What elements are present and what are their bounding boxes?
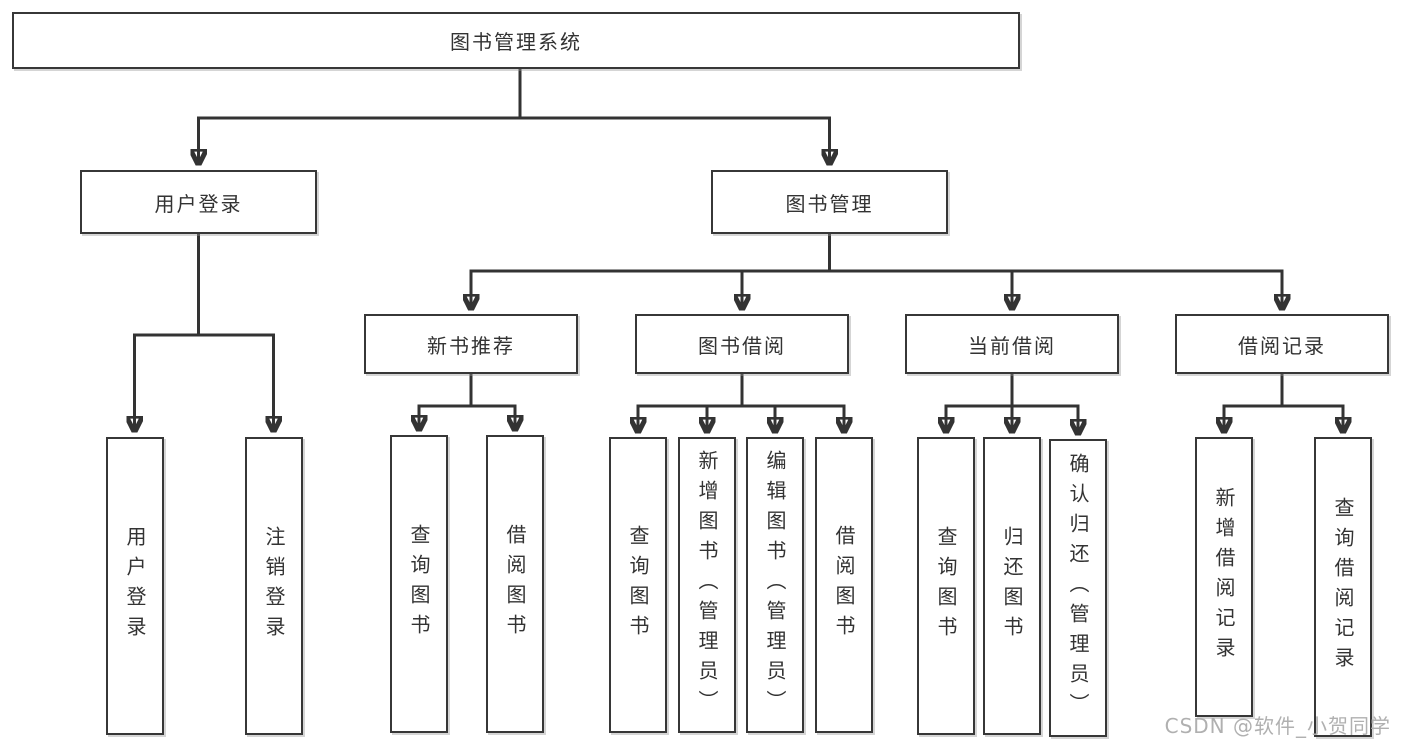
node-borrowing-records: 借阅记录: [1175, 314, 1389, 374]
leaf-logout: 注销登录: [245, 437, 303, 735]
leaf-query-borrow-record: 查询借阅记录: [1314, 437, 1372, 737]
leaf-add-borrow-record: 新增借阅记录: [1195, 437, 1253, 717]
node-user-login-label: 用户登录: [154, 191, 243, 216]
leaf-borrowing-query-books-label: 查询图书: [626, 525, 650, 645]
leaf-borrowing-query-books: 查询图书: [609, 437, 667, 733]
leaf-query-borrow-record-label: 查询借阅记录: [1331, 497, 1355, 677]
connector-borrowing-records-children: [1224, 371, 1343, 432]
node-new-book-recommend: 新书推荐: [364, 314, 578, 374]
node-book-management-label: 图书管理: [785, 191, 874, 216]
leaf-logout-label: 注销登录: [262, 526, 286, 646]
connector-book-management-children: [471, 231, 1282, 309]
node-user-login: 用户登录: [80, 170, 317, 234]
connector-root-to-level2: [199, 66, 830, 164]
leaf-add-borrow-record-label: 新增借阅记录: [1212, 487, 1236, 667]
node-root: 图书管理系统: [12, 12, 1020, 69]
leaf-return-books-label: 归还图书: [1000, 526, 1024, 646]
leaf-add-books-admin-label: 新增图书（管理员）: [695, 450, 719, 720]
leaf-newbooks-query-books-label: 查询图书: [407, 524, 431, 644]
node-root-label: 图书管理系统: [450, 30, 582, 54]
node-book-management: 图书管理: [711, 170, 948, 234]
leaf-user-login-label: 用户登录: [123, 526, 147, 646]
leaf-add-books-admin: 新增图书（管理员）: [678, 437, 736, 733]
connector-new-books-children: [419, 371, 515, 430]
leaf-newbooks-query-books: 查询图书: [390, 435, 448, 733]
node-borrowing-records-label: 借阅记录: [1238, 333, 1326, 358]
node-current-borrowing-label: 当前借阅: [968, 333, 1056, 358]
leaf-confirm-return-admin: 确认归还（管理员）: [1049, 439, 1107, 737]
leaf-user-login: 用户登录: [106, 437, 164, 735]
leaf-borrowing-borrow-books-label: 借阅图书: [832, 525, 856, 645]
node-new-book-recommend-label: 新书推荐: [427, 333, 515, 358]
node-book-borrowing: 图书借阅: [635, 314, 849, 374]
leaf-edit-books-admin: 编辑图书（管理员）: [746, 437, 804, 733]
leaf-edit-books-admin-label: 编辑图书（管理员）: [763, 450, 787, 720]
connector-current-borrowing-children: [946, 371, 1078, 434]
node-book-borrowing-label: 图书借阅: [698, 333, 786, 358]
leaf-current-query-books: 查询图书: [917, 437, 975, 735]
leaf-borrowing-borrow-books: 借阅图书: [815, 437, 873, 733]
connector-book-borrowing-children: [638, 371, 844, 432]
leaf-current-query-books-label: 查询图书: [934, 526, 958, 646]
leaf-return-books: 归还图书: [983, 437, 1041, 735]
leaf-newbooks-borrow-books-label: 借阅图书: [503, 524, 527, 644]
csdn-watermark: CSDN @软件_小贺同学: [1164, 714, 1391, 738]
connector-user-login-children: [135, 231, 274, 431]
leaf-newbooks-borrow-books: 借阅图书: [486, 435, 544, 733]
node-current-borrowing: 当前借阅: [905, 314, 1119, 374]
leaf-confirm-return-admin-label: 确认归还（管理员）: [1066, 453, 1090, 723]
